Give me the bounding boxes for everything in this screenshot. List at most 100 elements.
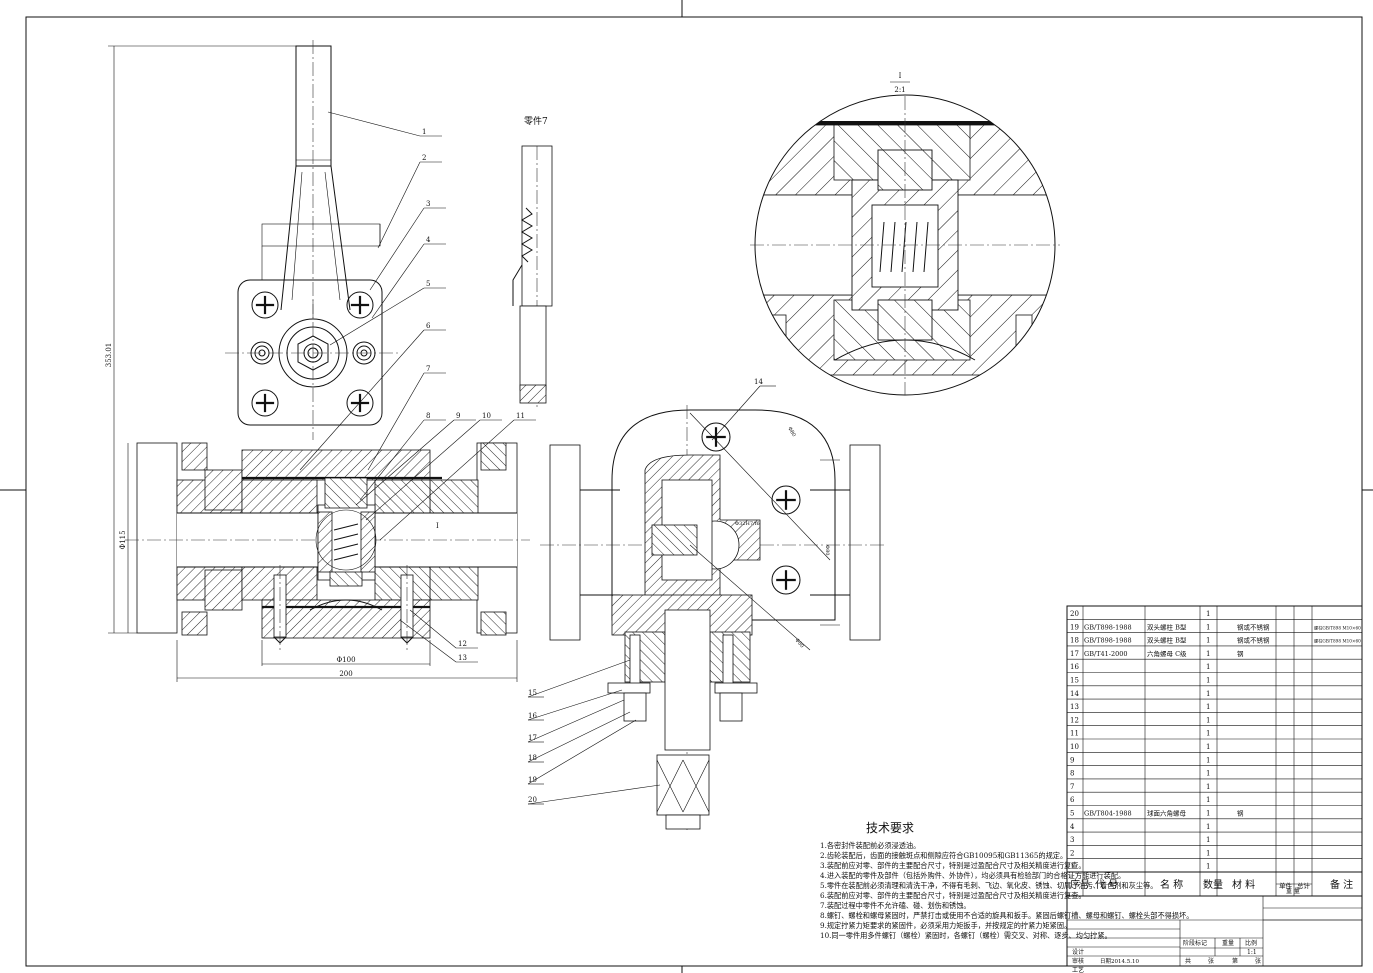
bom-qty: 1 (1206, 836, 1210, 844)
bom-qty: 1 (1206, 637, 1210, 645)
handle (280, 40, 351, 320)
part-7-view: 零件7 (512, 115, 553, 410)
tech-requirement-line: 6.装配前应对零、部件的主要配合尺寸，特别是过盈配合尺寸及相关精度进行复查。 (820, 891, 1086, 900)
bom-no: 10 (1070, 743, 1079, 751)
leader-label: 11 (516, 412, 525, 420)
leader-label: 17 (528, 734, 537, 742)
side-screws (701, 422, 801, 595)
tech-title: 技术要求 (866, 821, 914, 835)
bom-material: 钢 (1237, 810, 1244, 818)
bom-note: 螺柱GB/T898 M10×60 (1314, 638, 1361, 645)
bom-qty: 1 (1206, 810, 1210, 818)
screw-icon (251, 389, 279, 417)
tech-requirement-line: 8.螺钉、螺栓和螺母紧固时，严禁打击或使用不合适的旋具和扳手。紧固后螺钉槽、螺母… (820, 911, 1193, 920)
dim-side-b: Φ32H7/f6 (735, 521, 760, 527)
bom-qty: 1 (1206, 690, 1210, 698)
bom-header: 序号 (1070, 878, 1090, 891)
leader-label: 8 (426, 412, 430, 420)
title-role: 设计 (1072, 948, 1084, 956)
tech-requirement-line: 4.进入装配的零件及部件（包括外购件、外协件），均必须具有检验部门的合格证方能进… (820, 871, 1125, 880)
bom-row: 20 1 (1070, 610, 1210, 618)
bom-no: 17 (1070, 650, 1079, 658)
bom-qty: 1 (1206, 823, 1210, 831)
bom-qty: 1 (1206, 770, 1210, 778)
bom-qty: 1 (1206, 783, 1210, 791)
bom-qty: 1 (1206, 610, 1210, 618)
bom-no: 12 (1070, 716, 1079, 724)
bom-no: 16 (1070, 663, 1079, 671)
dim-height: 353.01 (105, 343, 113, 368)
bom-no: 15 (1070, 677, 1079, 685)
sheet-label: 共 (1185, 957, 1191, 965)
nut-icon (250, 341, 274, 365)
dim-bore: Φ115 (119, 530, 127, 549)
bom-name: 球面六角螺母 (1147, 809, 1187, 818)
bom-no: 3 (1070, 836, 1074, 844)
title-role: 工艺 (1072, 966, 1084, 973)
bom-no: 4 (1070, 823, 1075, 831)
technical-requirements: 技术要求 1.各密封件装配前必须浸透油。2.齿轮装配后，齿面的接触斑点和侧隙应符… (820, 821, 1193, 940)
title-date: 日期2014.5.10 (1100, 958, 1139, 965)
detail-view-I: I 2:1 (750, 72, 1060, 396)
screw-icon (346, 389, 374, 417)
bom-qty: 1 (1206, 849, 1210, 857)
bom-header-sub: 重 量 (1286, 887, 1300, 895)
bom-material: 钢 (1237, 650, 1244, 658)
leader-label: 10 (482, 412, 491, 420)
detail-label: I (899, 72, 902, 80)
dim-side-a: Φ80 (786, 426, 796, 438)
bom-qty: 1 (1206, 663, 1210, 671)
bom-header: 单件 (1279, 881, 1293, 890)
stage-col: 比例 (1245, 939, 1257, 947)
leader-label: 6 (426, 322, 431, 330)
bom-name: 双头螺柱 B型 (1147, 636, 1187, 645)
bom-header: 备 注 (1330, 878, 1353, 891)
bom-no: 11 (1070, 730, 1079, 738)
dim-length: 200 (339, 670, 352, 678)
leader-label: 15 (528, 689, 537, 697)
tech-requirement-line: 2.齿轮装配后，齿面的接触斑点和侧隙应符合GB10095和GB11365的规定。 (820, 851, 1067, 860)
leader-label: 5 (426, 280, 430, 288)
tech-requirement-line: 10.同一零件用多件螺钉（螺栓）紧固时，各螺钉（螺栓）需交叉、对称、逐步、均匀拧… (820, 931, 1112, 940)
title-role: 审核 (1072, 957, 1084, 965)
bom-no: 5 (1070, 810, 1074, 818)
leader-label: 2 (422, 154, 426, 162)
bom-qty: 1 (1206, 650, 1210, 658)
bom-no: 20 (1070, 610, 1079, 618)
leader-label: 19 (528, 776, 537, 784)
leader-label: 1 (422, 128, 426, 136)
leader-label: 4 (426, 236, 431, 244)
bom-material: 钢或不锈钢 (1237, 622, 1270, 631)
section-marker: I (436, 522, 439, 530)
bom-qty: 1 (1206, 796, 1210, 804)
tech-requirement-line: 5.零件在装配前必须清理和清洗干净，不得有毛刺、飞边、氧化皮、锈蚀、切屑、油污、… (820, 881, 1158, 890)
bom-row: 16 1 (1070, 663, 1210, 671)
detail-scale: 2:1 (894, 86, 905, 94)
sheet-label: 张 (1208, 957, 1214, 965)
bom-header: 材 料 (1232, 878, 1255, 891)
bom-header: 代 号 (1095, 879, 1118, 891)
dim-side-c: Φ80 (824, 545, 830, 555)
bom-header: 总计 (1297, 881, 1311, 890)
leader-label: 9 (456, 412, 460, 420)
tech-requirement-line: 9.规定拧紧力矩要求的紧固件，必须采用力矩扳手，并按规定的拧紧力矩紧固。 (820, 921, 1071, 930)
sheet-label: 第 (1232, 957, 1238, 965)
bom-qty: 1 (1206, 743, 1210, 751)
tech-requirement-line: 7.装配过程中零件不允许磕、碰、划伤和锈蚀。 (820, 901, 971, 910)
bom-name: 双头螺柱 B型 (1147, 622, 1187, 631)
bom-no: 1 (1070, 863, 1074, 871)
